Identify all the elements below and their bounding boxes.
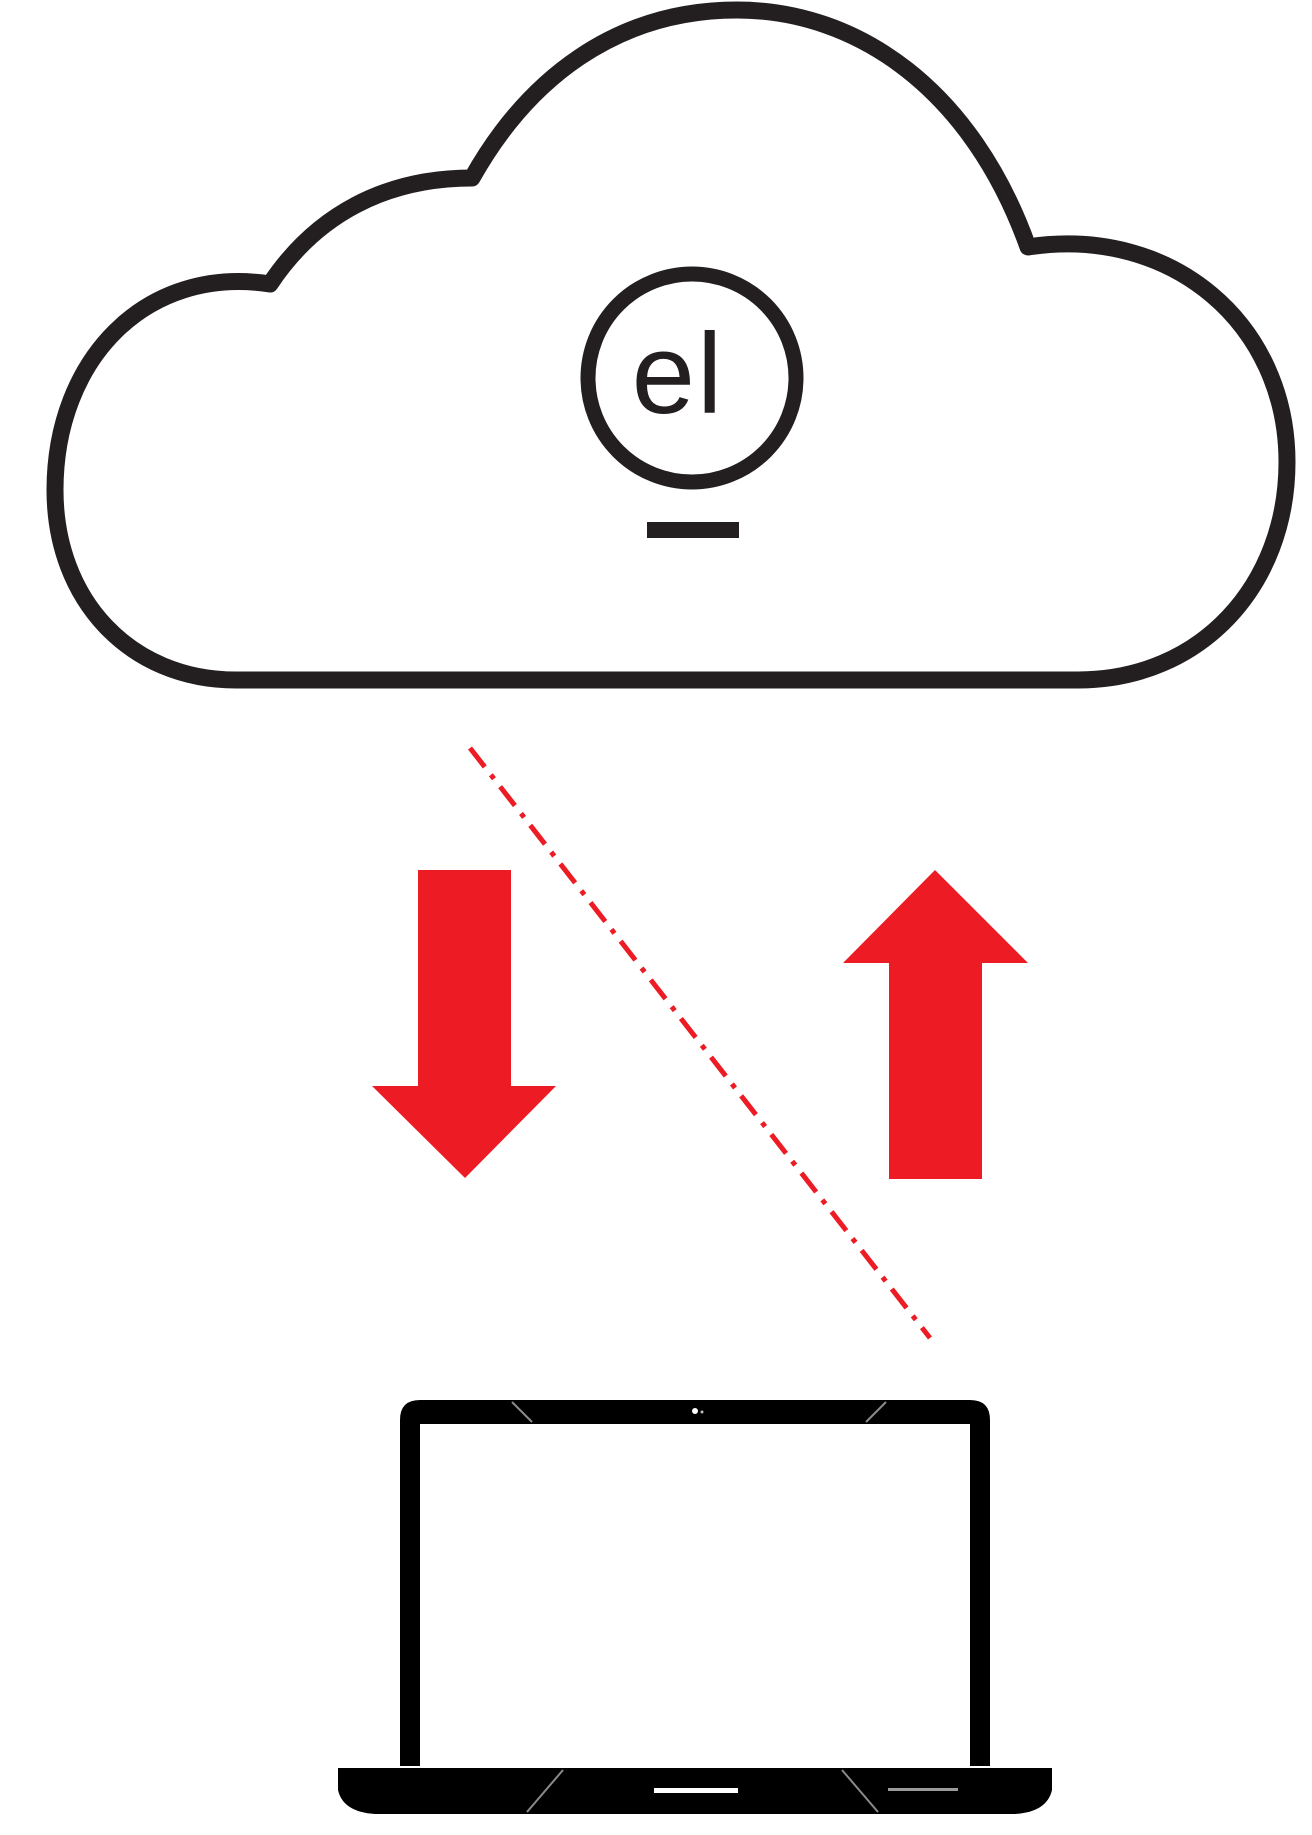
base-highlight-left (526, 1769, 564, 1813)
logo-ring (580, 266, 804, 490)
bezel-highlight-left (511, 1401, 533, 1423)
arrow-up-icon (843, 870, 1028, 1179)
laptop-camera-light (700, 1410, 704, 1414)
base-highlight-right (841, 1769, 879, 1813)
logo-underline (647, 522, 739, 538)
laptop-screen (400, 1400, 990, 1766)
bezel-highlight-right (865, 1401, 887, 1423)
el-logo-icon: el (580, 266, 804, 538)
laptop-camera (692, 1408, 698, 1414)
laptop-trackpad-notch (654, 1788, 738, 1793)
arrow-down-icon (372, 870, 556, 1178)
laptop-indicator-lights (888, 1788, 958, 1791)
logo-text: el (632, 311, 725, 438)
sync-divider-line (468, 746, 932, 1340)
cloud-icon (46, 1, 1296, 689)
laptop-icon (338, 1400, 1052, 1814)
